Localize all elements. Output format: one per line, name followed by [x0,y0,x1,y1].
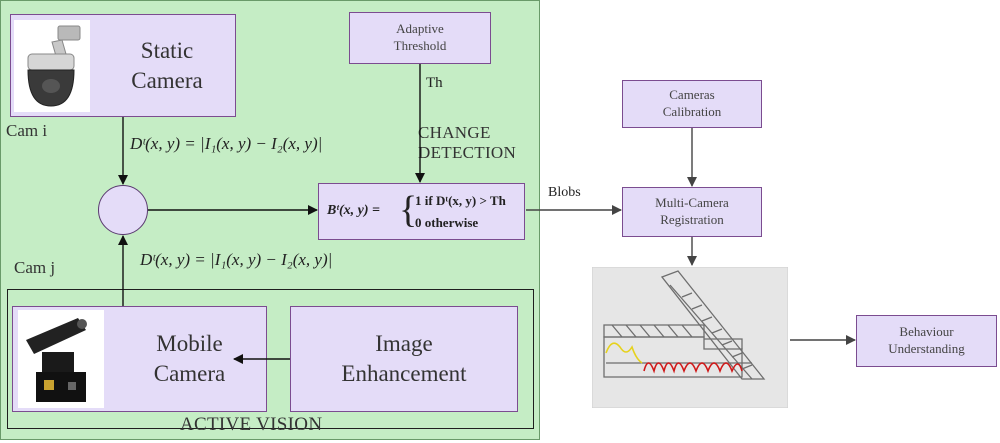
ptz-camera-icon [18,310,104,408]
cam-i-label: Cam i [6,121,48,140]
difference-formula-top: Dᵗ(x, y) = |I₁(x, y) − I₂(x, y)| [130,134,323,153]
combine-node [98,185,148,235]
adaptive-threshold-label: Adaptive Threshold [393,21,447,53]
yellow-track [605,342,643,364]
image-enhancement-label: Image Enhancement [341,331,467,386]
image-enhancement-box: Image Enhancement [290,306,518,412]
blobs-label: Blobs [548,185,581,200]
binary-formula-lhs: Bᵗ(x, y) = [327,203,380,218]
cameras-calibration-box: Cameras Calibration [622,80,762,128]
red-track [643,362,743,374]
binary-formula-case1: 1 if Dᵗ(x, y) > Th [415,193,506,208]
binary-formula-case2: 0 otherwise [415,215,479,230]
dome-camera-icon [14,20,90,112]
change-detection-label: CHANGE DETECTION [418,123,517,162]
behaviour-understanding-box: Behaviour Understanding [856,315,997,367]
binary-mask-formula-box: Bᵗ(x, y) = { 1 if Dᵗ(x, y) > Th 0 otherw… [318,183,525,240]
multi-camera-registration-label: Multi-Camera Registration [655,195,729,227]
threshold-symbol: Th [426,75,443,91]
cam-j-label: Cam j [14,258,56,277]
adaptive-threshold-box: Adaptive Threshold [349,12,491,64]
active-vision-frame [7,289,534,429]
static-camera-label: Static Camera [131,37,203,93]
behaviour-understanding-label: Behaviour Understanding [888,324,965,356]
floor-plan-tracks-image [592,267,788,408]
mobile-camera-label: Mobile Camera [153,331,226,386]
difference-formula-bottom: Dᵗ(x, y) = |I₁(x, y) − I₂(x, y)| [140,250,333,269]
multi-camera-registration-box: Multi-Camera Registration [622,187,762,237]
brace-glyph: { [399,189,418,231]
active-vision-label: ACTIVE VISION [180,414,323,435]
cameras-calibration-label: Cameras Calibration [662,87,722,119]
